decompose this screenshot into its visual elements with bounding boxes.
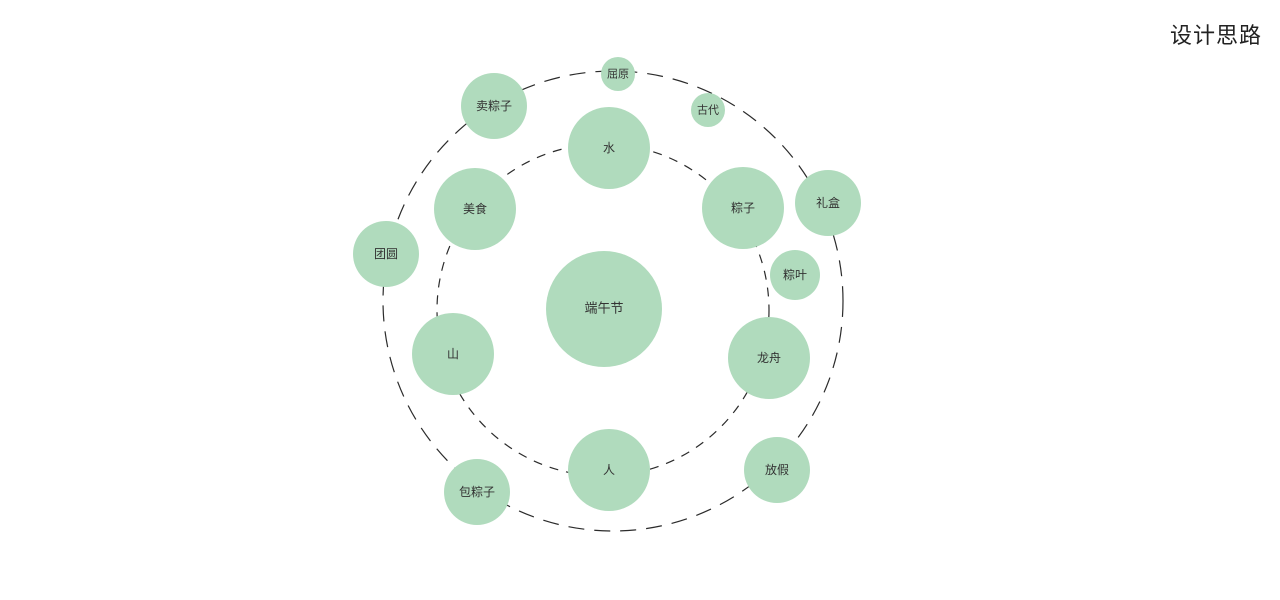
outer_ring-node: 团圆 (353, 221, 419, 287)
inner_ring-node: 山 (412, 313, 494, 395)
center-node-circle (546, 251, 662, 367)
inner_ring-node-circle (434, 168, 516, 250)
inner_ring-node-label: 水 (603, 141, 615, 155)
inner_ring-node-circle (702, 167, 784, 249)
outer_ring-node: 屈原 (601, 57, 635, 91)
outer_ring-node-label: 团圆 (374, 247, 398, 261)
outer_ring-node-circle (795, 170, 861, 236)
inner_ring-node: 粽子 (702, 167, 784, 249)
outer_ring-node-circle (691, 93, 725, 127)
inner_ring-node-circle (412, 313, 494, 395)
inner_ring-node-circle (568, 429, 650, 511)
outer-dashed-ring (382, 70, 844, 532)
outer_ring-node-circle (744, 437, 810, 503)
outer_ring-node-label: 粽叶 (783, 267, 807, 282)
inner_ring-node-circle (728, 317, 810, 399)
inner_ring-node-label: 美食 (463, 201, 487, 216)
outer_ring-node-label: 古代 (697, 104, 719, 117)
inner_ring-node: 龙舟 (728, 317, 810, 399)
outer_ring-node-label: 屈原 (607, 68, 629, 81)
outer_ring-node-circle (461, 73, 527, 139)
outer_ring-node: 包粽子 (444, 459, 510, 525)
outer_ring-node-circle (770, 250, 820, 300)
outer_ring-node: 卖粽子 (461, 73, 527, 139)
inner_ring-node-label: 山 (447, 347, 459, 361)
outer_ring-node-circle (601, 57, 635, 91)
outer_ring-node-label: 礼盒 (816, 195, 840, 210)
page-title: 设计思路 (1169, 24, 1262, 49)
outer_ring-node-circle (444, 459, 510, 525)
outer_ring-node: 粽叶 (770, 250, 820, 300)
inner_ring-node: 美食 (434, 168, 516, 250)
inner_ring-node: 水 (568, 107, 650, 189)
inner_ring-node-circle (568, 107, 650, 189)
outer_ring-node: 古代 (691, 93, 725, 127)
outer_ring-node: 礼盒 (795, 170, 861, 236)
outer_ring-node-label: 包粽子 (459, 484, 495, 499)
outer_ring-node-label: 卖粽子 (476, 98, 512, 113)
outer_ring-node-label: 放假 (765, 462, 789, 477)
outer_ring-node: 放假 (744, 437, 810, 503)
inner_ring-node-label: 粽子 (731, 200, 755, 215)
center-node: 端午节 (546, 251, 662, 367)
inner_ring-node-label: 人 (603, 463, 615, 477)
outer_ring-node-circle (353, 221, 419, 287)
center-node-label: 端午节 (584, 302, 623, 317)
inner_ring-node: 人 (568, 429, 650, 511)
inner_ring-node-label: 龙舟 (757, 351, 781, 365)
